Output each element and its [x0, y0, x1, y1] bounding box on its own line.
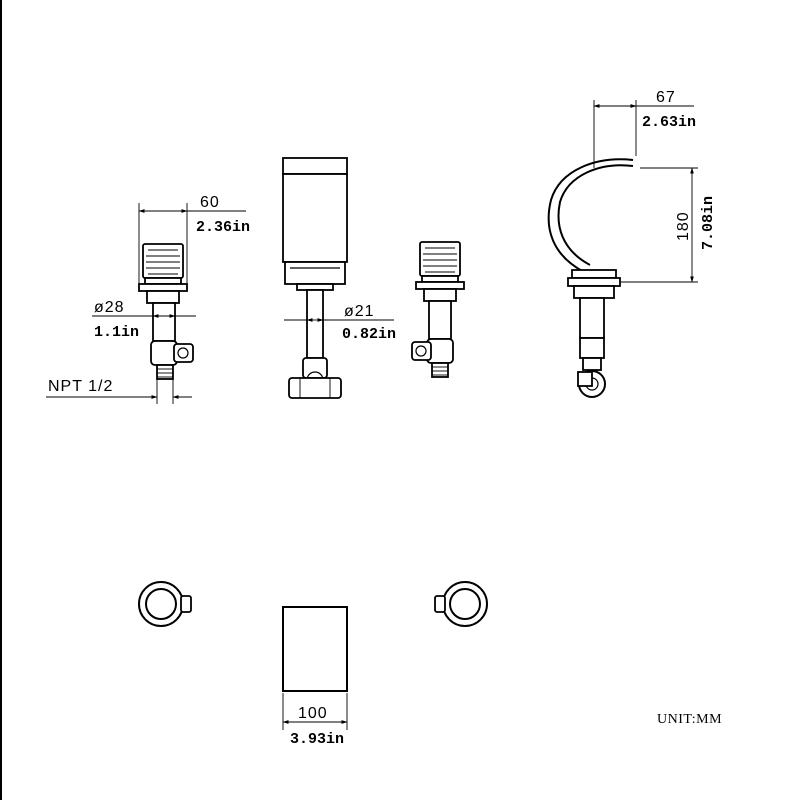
dim-spout-height-in: 7.08in — [700, 196, 717, 250]
spout-plan-view — [282, 606, 348, 692]
dimension-spout-reach: 67 2.63in — [593, 89, 696, 168]
dimension-handle-diameter: ø28 1.1in — [92, 299, 196, 341]
dim-spout-base-mm: 100 — [298, 705, 328, 722]
dim-handle-diameter-in: 1.1in — [94, 324, 139, 341]
dim-handle-diameter-mm: ø28 — [94, 299, 125, 316]
dim-spout-base-in: 3.93in — [290, 731, 344, 748]
dim-handle-width-mm: 60 — [200, 194, 220, 211]
right-handle-plan-view — [434, 581, 488, 627]
dimension-handle-width: 60 2.36in — [138, 194, 250, 284]
dim-shank-diameter-in: 0.82in — [342, 326, 396, 343]
dim-handle-width-in: 2.36in — [196, 219, 250, 236]
dim-spout-reach-mm: 67 — [656, 89, 676, 106]
dimension-spout-base: 100 3.93in — [282, 693, 348, 748]
right-handle-valve — [411, 241, 465, 378]
frame-border — [0, 0, 2, 800]
dim-spout-reach-in: 2.63in — [642, 114, 696, 131]
left-handle-valve — [138, 243, 194, 380]
dim-thread-label: NPT 1/2 — [48, 378, 113, 395]
unit-label: UNIT:MM — [657, 712, 722, 727]
dim-spout-height-mm: 180 — [675, 211, 692, 241]
dimension-thread: NPT 1/2 — [46, 378, 192, 404]
dim-shank-diameter-mm: ø21 — [344, 303, 375, 320]
dimension-shank-diameter: ø21 0.82in — [284, 303, 396, 343]
spout-side-view — [547, 158, 634, 398]
left-handle-plan-view — [138, 581, 192, 627]
spout-body — [282, 157, 348, 399]
dimension-spout-height: 180 7.08in — [620, 167, 717, 283]
